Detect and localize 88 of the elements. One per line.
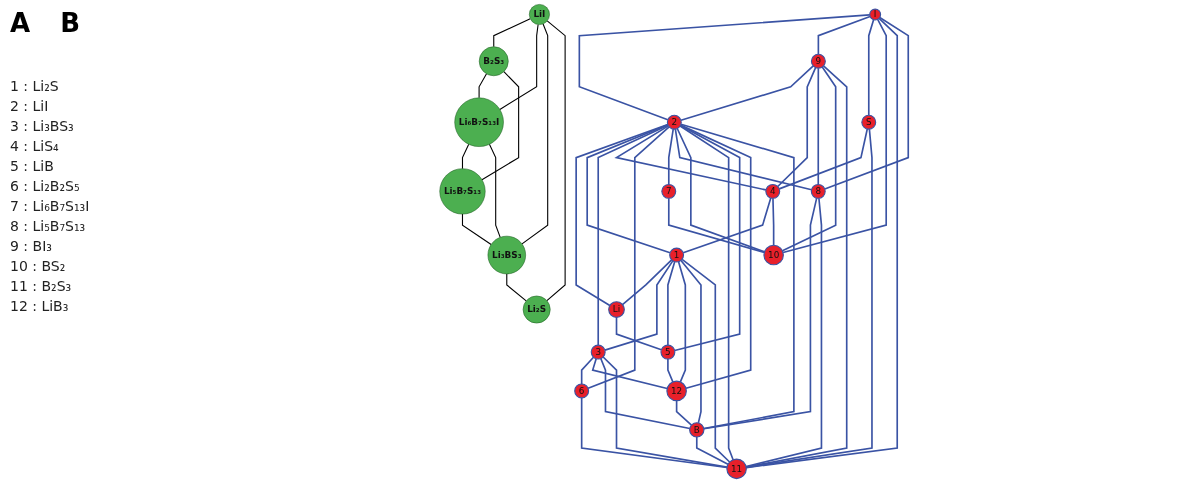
connector xyxy=(615,316,663,351)
legend-entry: 11 : B₂S₃ xyxy=(10,278,73,294)
connector xyxy=(597,124,669,346)
connector xyxy=(481,71,520,181)
panel-letter: B xyxy=(60,8,80,38)
legend-entry: 12 : LiB₃ xyxy=(10,298,70,314)
connector xyxy=(667,260,676,346)
connector xyxy=(680,123,795,430)
node-circle: Li xyxy=(608,301,625,318)
connector xyxy=(578,14,871,121)
connector xyxy=(823,16,910,190)
connector xyxy=(778,128,869,190)
connector xyxy=(499,24,539,110)
connector xyxy=(781,66,837,252)
connector xyxy=(703,197,818,430)
node-circle: 4 xyxy=(765,183,781,199)
node-circle: 7 xyxy=(661,183,677,199)
connector xyxy=(679,125,734,461)
connector xyxy=(674,128,813,191)
node-circle: Li₂S xyxy=(522,295,551,324)
node-circle: 11 xyxy=(726,458,747,480)
legend-entry: 8 : Li₅B₇S₁₃ xyxy=(10,218,87,234)
connector xyxy=(461,143,470,170)
node-circle: 10 xyxy=(763,244,784,266)
connector xyxy=(673,124,741,352)
connector xyxy=(478,73,488,99)
connector xyxy=(667,358,674,383)
connector xyxy=(745,128,873,469)
connector xyxy=(575,123,669,307)
connector xyxy=(681,258,731,463)
connector xyxy=(817,67,820,186)
connector xyxy=(776,66,817,188)
connector xyxy=(591,357,668,390)
node-circle: 3 xyxy=(590,344,606,360)
legend-entry: 1 : Li₂S xyxy=(10,78,60,94)
node-circle: 9 xyxy=(810,53,826,69)
connector xyxy=(521,23,549,245)
node-circle: B₂S₃ xyxy=(478,46,509,77)
connector xyxy=(680,65,815,121)
legend-entry: 7 : Li₆B₇S₁₃I xyxy=(10,198,91,214)
connector xyxy=(586,124,671,254)
node-circle: I xyxy=(869,8,882,21)
connector xyxy=(604,260,674,351)
connector xyxy=(580,397,728,469)
legend-entry: 5 : LiB xyxy=(10,158,55,174)
node-circle: 2 xyxy=(666,114,682,130)
node-circle: Li₃BS₃ xyxy=(487,235,526,275)
node-circle: 12 xyxy=(666,380,687,402)
legend-entry: 6 : Li₂B₂S₅ xyxy=(10,178,81,194)
connector xyxy=(695,436,729,466)
connector xyxy=(675,399,693,426)
legend-entry: 9 : BI₃ xyxy=(10,238,53,254)
connector xyxy=(602,356,728,468)
connector xyxy=(782,18,887,254)
connector xyxy=(772,197,775,247)
connector xyxy=(546,20,566,302)
node-circle: S xyxy=(861,114,877,130)
connector xyxy=(621,259,673,306)
node-circle: 1 xyxy=(669,247,685,263)
node-circle: Li₅B₇S₁₃ xyxy=(439,168,486,215)
node-circle: 5 xyxy=(660,344,676,360)
connector xyxy=(506,273,527,302)
connector xyxy=(600,357,691,430)
node-circle: 6 xyxy=(574,383,590,399)
legend-entry: 10 : BS₂ xyxy=(10,258,67,274)
connector xyxy=(677,260,687,383)
connector xyxy=(680,259,702,424)
legend-entry: 4 : LiS₄ xyxy=(10,138,60,154)
panel-letter: A xyxy=(10,8,31,38)
connector xyxy=(817,15,871,56)
connector xyxy=(488,143,501,238)
connector xyxy=(461,213,492,246)
connector xyxy=(745,17,899,469)
connector xyxy=(745,197,823,468)
legend-entry: 2 : LiI xyxy=(10,98,50,114)
connector xyxy=(493,18,531,48)
connector xyxy=(614,125,767,191)
connector xyxy=(580,356,595,385)
connector xyxy=(679,124,752,390)
connector xyxy=(667,128,675,186)
node-circle: B xyxy=(689,422,705,438)
node-circle: Li₆B₇S₁₃I xyxy=(454,97,504,147)
legend-entry: 3 : Li₃BS₃ xyxy=(10,118,75,134)
connector xyxy=(867,18,875,117)
node-circle: 8 xyxy=(810,183,826,199)
connector xyxy=(682,197,772,254)
connector xyxy=(745,65,848,468)
node-circle: LiI xyxy=(529,4,550,25)
